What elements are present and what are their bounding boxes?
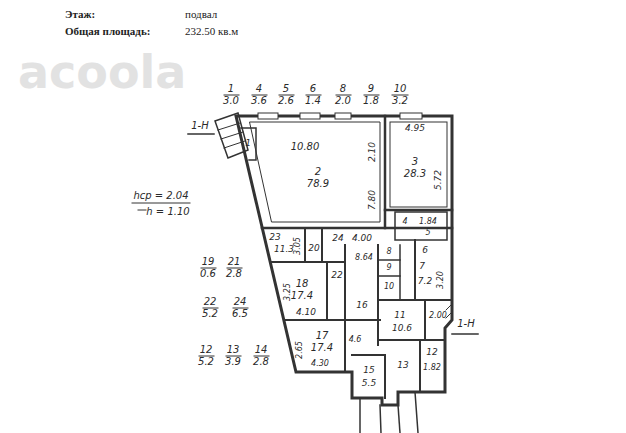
dimension: 4.30	[311, 360, 329, 368]
room-area: 78.9	[307, 179, 329, 189]
room-number: 10	[394, 84, 407, 94]
room-number: 19	[202, 257, 215, 267]
room-area: 2.0	[335, 96, 351, 106]
dimension: 4.95	[405, 124, 425, 133]
room-number: 14	[255, 345, 268, 355]
room-area: 1.4	[305, 96, 321, 106]
room-number: 16	[356, 301, 367, 310]
room-number: 10	[384, 283, 394, 291]
room-area: 0.6	[200, 269, 216, 279]
room-number: 5	[283, 84, 289, 94]
dimension: 3.05	[294, 237, 302, 255]
dimension: 4.10	[296, 308, 316, 317]
room-area: 11.3	[274, 245, 294, 254]
room-area: 3.0	[223, 96, 239, 106]
room-number: 20	[308, 244, 319, 253]
room-number: 18	[296, 279, 309, 289]
height-note: hср = 2.04	[133, 191, 188, 201]
room-number: 22	[204, 297, 217, 307]
dimension: 4.00	[352, 234, 372, 243]
room-area: 2.6	[278, 96, 294, 106]
room-area: 7.2	[418, 277, 432, 286]
room-number: 8	[340, 84, 346, 94]
section-mark: 1-Н	[191, 121, 209, 131]
field-value: 232.50 кв.м	[185, 26, 238, 37]
room-area: 3.6	[251, 96, 267, 106]
dimension: 7.80	[368, 190, 377, 210]
dimension: 2.10	[368, 142, 377, 162]
dimension: 2.65	[296, 341, 304, 359]
dimension: 5.72	[434, 170, 443, 190]
room-number: 17	[316, 331, 329, 341]
room-area: 3.9	[225, 357, 241, 367]
room-number: 1	[245, 139, 251, 148]
room-number: 15	[363, 366, 374, 375]
room-number: 8	[386, 248, 391, 256]
room-area: 1.8	[363, 96, 379, 106]
field-value: подвал	[185, 9, 217, 20]
dimension: 3.25	[284, 283, 292, 301]
room-number: 5	[425, 229, 430, 237]
room-number: 7	[419, 262, 425, 271]
room-area: 1.84	[419, 218, 437, 226]
dimension: 3.20	[437, 271, 445, 289]
dimension: 10.80	[291, 142, 320, 152]
room-number: 9	[368, 84, 374, 94]
room-number: 24	[332, 234, 343, 243]
room-number: 9	[386, 264, 391, 272]
room-number: 22	[331, 271, 342, 280]
room-number: 2	[315, 167, 321, 177]
outer-wall	[236, 116, 452, 405]
room-number: 11	[394, 311, 405, 320]
room-number: 21	[228, 257, 241, 267]
field-label: Этаж:	[65, 9, 95, 20]
dimension: 8.64	[355, 254, 373, 262]
room-number: 13	[227, 345, 240, 355]
room-area: 17.4	[311, 343, 333, 353]
room-area: 3.2	[392, 96, 408, 106]
height-note: h = 1.10	[146, 207, 189, 217]
room-number: 23	[269, 233, 280, 242]
watermark: acoola	[18, 49, 186, 95]
room-number: 4	[402, 218, 407, 226]
dimension: 2.00	[429, 312, 447, 320]
room-area: 28.3	[404, 169, 426, 179]
room-area: 17.4	[291, 291, 313, 301]
room-number: 4	[256, 84, 262, 94]
room-number: 3	[412, 157, 418, 167]
room-number: 24	[234, 297, 247, 307]
room-number: 12	[200, 345, 213, 355]
room-number: 6	[422, 246, 428, 255]
room-number: 1	[228, 84, 234, 94]
room-area: 5.2	[198, 357, 214, 367]
room-area: 10.6	[392, 324, 412, 333]
room-number: 6	[310, 84, 316, 94]
field-label: Общая площадь:	[65, 26, 150, 37]
room-area: 1.82	[423, 364, 441, 372]
room-area: 5.2	[202, 309, 218, 319]
room-area: 2.8	[253, 357, 269, 367]
room-area: 6.5	[232, 309, 248, 319]
room-area: 2.8	[226, 269, 242, 279]
section-mark: 1-Н	[457, 319, 475, 329]
room-area: 4.6	[349, 336, 362, 344]
room-number: 12	[426, 348, 437, 357]
room-area: 5.5	[362, 379, 376, 388]
room-number: 13	[397, 361, 408, 370]
